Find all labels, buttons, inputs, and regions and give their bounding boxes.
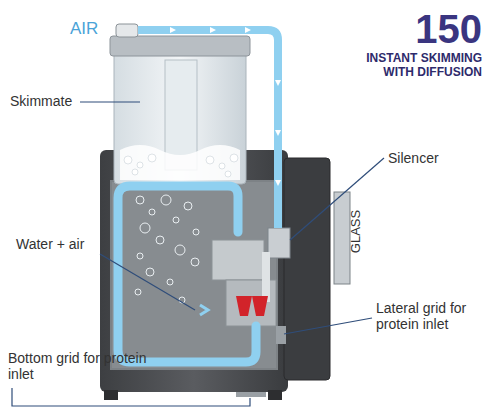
part-label: Silencer: [388, 150, 468, 166]
air-bubbles: [135, 195, 199, 303]
cup-lid: [110, 36, 250, 56]
part-label: Water + air: [16, 236, 106, 252]
model-number: 150: [380, 6, 482, 52]
flow-tip: [200, 305, 208, 315]
foot: [104, 390, 118, 400]
foam-bubbles: [124, 154, 238, 177]
silencer: [268, 228, 290, 258]
subtitle: INSTANT SKIMMING WITH DIFFUSION: [340, 52, 482, 80]
air-inlet-pipe: [262, 252, 270, 302]
foam: [120, 145, 240, 180]
lateral-grid: [276, 326, 286, 344]
water-air-loop: [118, 186, 256, 362]
impeller: [236, 296, 268, 316]
foot: [268, 390, 282, 400]
part-label: GLASS: [349, 201, 364, 261]
part-label: Lateral grid for protein inlet: [376, 300, 486, 332]
part-label: Skimmate: [10, 93, 80, 109]
air-label: AIR: [70, 19, 114, 39]
part-label: Bottom grid for protein inlet: [8, 350, 148, 382]
air-arrows: [170, 27, 281, 186]
side-chamber: [284, 158, 330, 380]
skimmate-cup: [114, 52, 246, 184]
pump-head: [212, 240, 264, 280]
bottom-grid: [236, 392, 266, 397]
air-tube: [138, 30, 278, 228]
air-fitting: [116, 24, 138, 37]
